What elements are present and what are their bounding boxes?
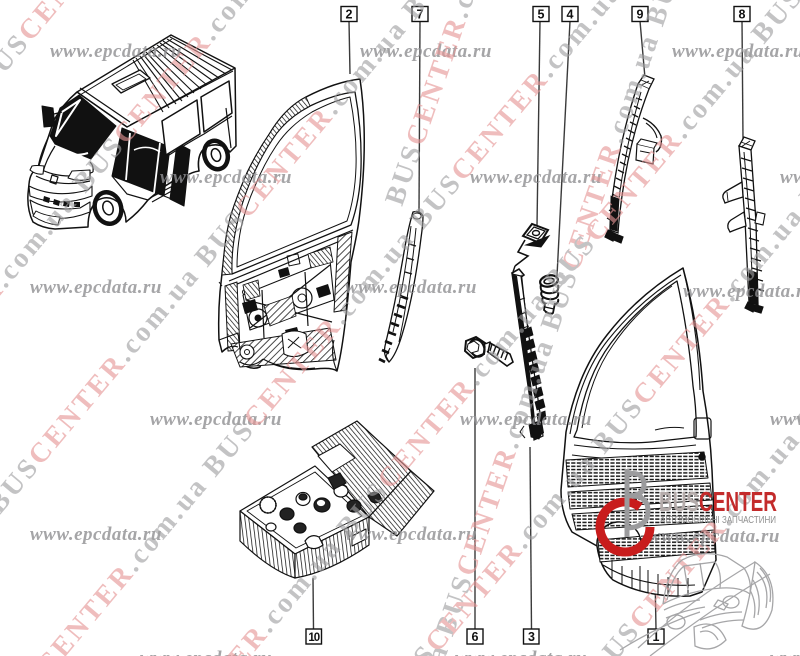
svg-text:www.epcdata.ru: www.epcdata.ru bbox=[160, 167, 292, 188]
svg-text:www.epcdata.ru: www.epcdata.ru bbox=[648, 526, 780, 547]
svg-text:АВТОМОБІЛЬНІ ЗАПЧАСТИНИ: АВТОМОБІЛЬНІ ЗАПЧАСТИНИ bbox=[660, 514, 776, 526]
svg-text:www.epcdata.ru: www.epcdata.ru bbox=[30, 524, 162, 545]
svg-text:10: 10 bbox=[308, 632, 319, 644]
svg-text:7: 7 bbox=[417, 8, 424, 22]
svg-text:www.epcdata.ru: www.epcdata.ru bbox=[455, 648, 587, 656]
svg-text:3: 3 bbox=[528, 630, 535, 644]
svg-text:www.epcdata.ru: www.epcdata.ru bbox=[770, 409, 800, 430]
svg-text:www.epcdata.ru: www.epcdata.ru bbox=[683, 281, 800, 302]
svg-text:2: 2 bbox=[346, 8, 353, 22]
svg-text:www.epcdata.ru: www.epcdata.ru bbox=[30, 277, 162, 298]
svg-text:www.epcdata.ru: www.epcdata.ru bbox=[50, 41, 182, 62]
svg-text:www.epcdata.ru: www.epcdata.ru bbox=[360, 41, 492, 62]
svg-text:www.epcdata.ru: www.epcdata.ru bbox=[672, 41, 800, 62]
svg-text:www.epcdata.ru: www.epcdata.ru bbox=[345, 277, 477, 298]
svg-text:www.epcdata.ru: www.epcdata.ru bbox=[150, 409, 282, 430]
svg-text:www.epcdata.ru: www.epcdata.ru bbox=[460, 409, 592, 430]
svg-text:6: 6 bbox=[472, 630, 479, 644]
svg-text:www.epcdata.ru: www.epcdata.ru bbox=[470, 167, 602, 188]
svg-text:www.epcdata.ru: www.epcdata.ru bbox=[140, 648, 272, 656]
svg-text:8: 8 bbox=[739, 8, 746, 22]
svg-text:www.epcdata.ru: www.epcdata.ru bbox=[780, 167, 800, 188]
svg-text:5: 5 bbox=[538, 8, 545, 22]
svg-text:9: 9 bbox=[637, 8, 644, 22]
svg-text:4: 4 bbox=[567, 8, 574, 22]
svg-text:www.epcdata.ru: www.epcdata.ru bbox=[345, 524, 477, 545]
svg-text:1: 1 bbox=[653, 630, 660, 644]
svg-text:www.epcdata.ru: www.epcdata.ru bbox=[770, 648, 800, 656]
svg-text:BUSCENTER: BUSCENTER bbox=[659, 486, 777, 517]
